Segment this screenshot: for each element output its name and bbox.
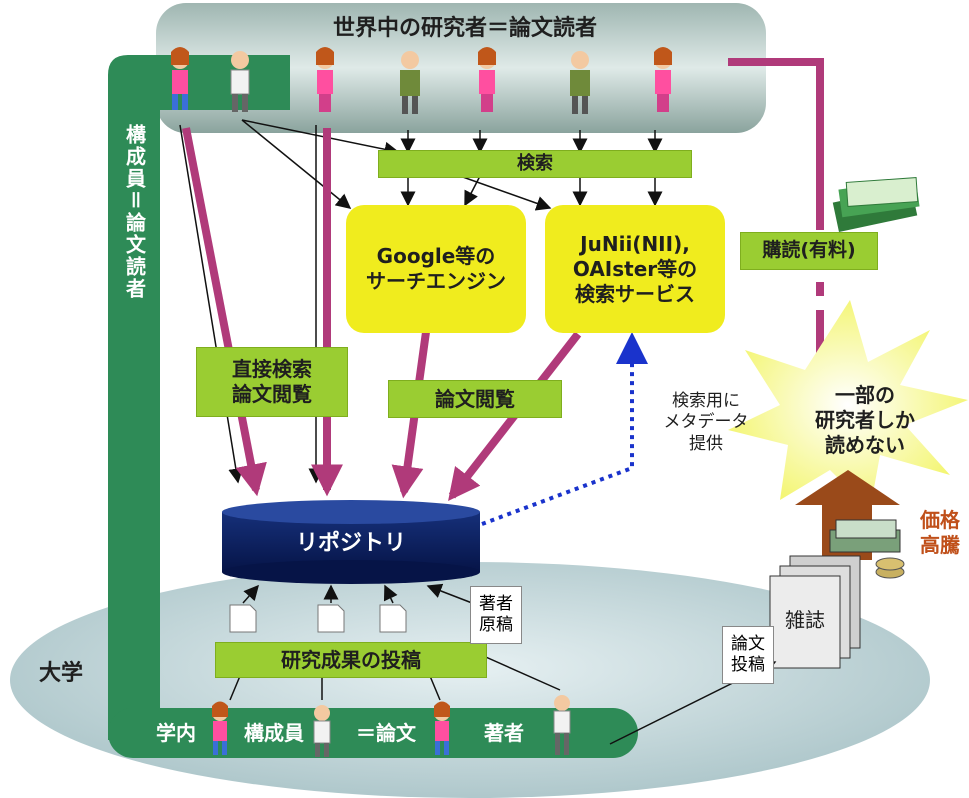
campus-label-4: 著者 (484, 720, 524, 745)
reader-figure (316, 47, 334, 112)
subscription-label: 購読(有料) (740, 232, 878, 270)
paper-icons (229, 604, 407, 633)
members-bar (108, 55, 290, 740)
reader-figure (478, 47, 496, 112)
reader-figure (400, 51, 420, 114)
author-figure (212, 701, 228, 755)
reader-figure (570, 51, 590, 114)
direct-search-label: 直接検索 論文閲覧 (196, 347, 348, 417)
reader-figure (654, 47, 672, 112)
researchers-band (156, 3, 766, 133)
author-figures (212, 695, 571, 757)
journal-label: 雑誌 (785, 607, 825, 632)
google-search-engine[interactable]: Google等の サーチエンジン (346, 205, 526, 333)
campus-label-3: ＝論文 (356, 720, 416, 745)
repository-cylinder (222, 500, 480, 584)
researchers-title: 世界中の研究者＝論文読者 (332, 16, 597, 42)
reader-figures (171, 47, 672, 114)
repository-label: リポジトリ (295, 531, 406, 557)
campus-bar-shape (108, 708, 638, 758)
author-figure (553, 695, 571, 755)
campus-label-1: 学内 (156, 720, 196, 745)
journal-icon (769, 555, 861, 669)
author-figure (434, 701, 450, 755)
author-figure (313, 705, 331, 757)
metadata-label: 検索用に メタデータ 提供 (663, 391, 749, 454)
members-label: 構成員＝論文読者 (122, 124, 147, 300)
campus-label-2: 構成員 (244, 720, 304, 745)
reader-figure (230, 51, 250, 112)
price-label: 価格 高騰 (920, 508, 960, 557)
junii-search-service[interactable]: JuNii(NII), OAIster等の 検索サービス (545, 205, 725, 333)
starburst-label: 一部の 研究者しか 読めない (815, 382, 915, 457)
money-icon (832, 177, 920, 232)
paper-submit-note: 論文 投稿 (722, 626, 774, 684)
submission-box: 研究成果の投稿 (215, 642, 487, 678)
browse-label: 論文閲覧 (388, 380, 562, 418)
price-rise-arrow (795, 470, 900, 560)
university-label: 大学 (38, 661, 83, 687)
manuscript-note: 著者 原稿 (470, 586, 522, 644)
money-stack-icon (829, 519, 905, 579)
reader-figure (171, 47, 189, 110)
search-box[interactable]: 検索 (378, 150, 692, 178)
search-arrows (179, 119, 663, 484)
starburst (728, 300, 968, 510)
